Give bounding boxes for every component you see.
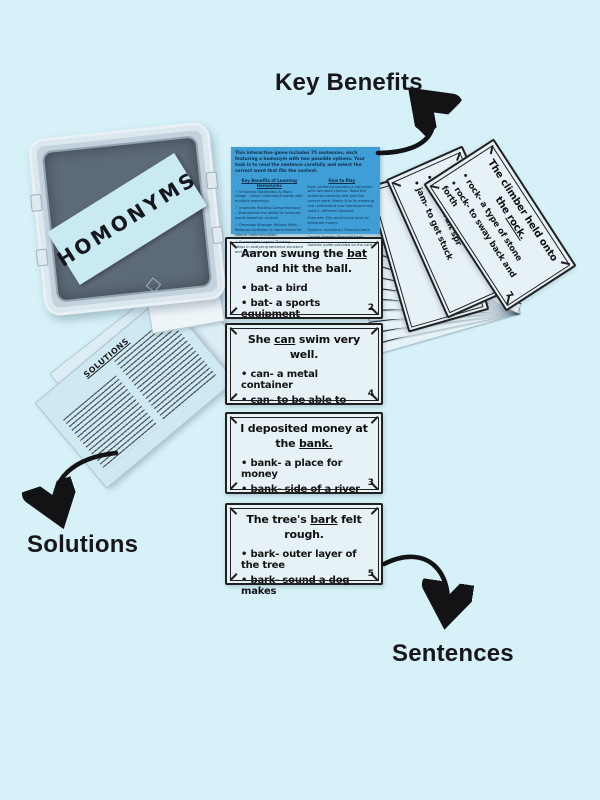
benefit-item: ✓ Develops Stronger Writing Skills – Red… bbox=[235, 223, 302, 238]
frame-corner-tick bbox=[229, 393, 238, 401]
sentences-label: Sentences bbox=[392, 640, 514, 667]
how-to-play-text: Options: riverbank / financial bank bbox=[307, 228, 370, 233]
card-sentence: I deposited money at the bank. bbox=[236, 422, 372, 454]
card-number: 2 bbox=[367, 303, 374, 313]
frame-corner-tick bbox=[370, 416, 379, 424]
how-to-play-text: Correct Answer: Financial bank bbox=[307, 235, 364, 240]
frame-corner-tick bbox=[370, 507, 379, 515]
card-option: bark- sound a dog makes bbox=[241, 575, 373, 597]
card-option: bank- side of a river bbox=[241, 484, 373, 495]
card-option: bark- outer layer of the tree bbox=[241, 549, 373, 571]
instructions-card: This interactive game includes 75 senten… bbox=[231, 147, 380, 254]
card-number: 3 bbox=[367, 478, 374, 488]
card-number: 5 bbox=[367, 569, 374, 579]
key-benefits-arrow bbox=[375, 100, 433, 156]
benefit-item: ✓ Enhances Vocabulary & Word Usage – Hel… bbox=[235, 189, 303, 204]
homonyms-box: HOMONYMS bbox=[27, 120, 227, 318]
box-hinge bbox=[35, 248, 49, 267]
card-option: bat- a bird bbox=[241, 283, 373, 294]
card-option: bank- a place for money bbox=[241, 458, 373, 480]
card-sentence: The tree's bark felt rough. bbox=[236, 513, 372, 545]
how-to-play-column: How to Play Each sentence contains a hom… bbox=[308, 178, 377, 258]
card-option: can- a metal container bbox=[241, 369, 373, 391]
sentence-card-can: She can swim very well. can- a metal con… bbox=[225, 323, 383, 406]
frame-corner-tick bbox=[429, 185, 440, 189]
homonym-keyword: bank. bbox=[298, 436, 333, 450]
instructions-intro: This interactive game includes 75 senten… bbox=[235, 151, 365, 175]
frame-corner-tick bbox=[229, 416, 238, 424]
card-option: bat- a sports equipment bbox=[241, 298, 373, 320]
key-benefits-column: Key Benefits of Learning Homonyms ✓ Enha… bbox=[235, 178, 304, 258]
how-to-play-text: Example: She went to the bank to withdra… bbox=[307, 216, 369, 225]
sentence-card-bat: Aaron swung the bat and hit the ball. ba… bbox=[225, 237, 383, 320]
sentence-text: I deposited money at the bbox=[240, 422, 368, 450]
box-latch bbox=[211, 226, 225, 245]
solutions-label: Solutions bbox=[27, 531, 139, 558]
benefit-item: ✓ Improves Reading Comprehension – Stren… bbox=[235, 206, 301, 221]
homonym-keyword: bark bbox=[310, 513, 338, 526]
how-to-play-text: Each sentence contains a homonym with tw… bbox=[307, 184, 374, 213]
sentence-text: The tree's bbox=[246, 513, 311, 526]
frame-corner-tick bbox=[229, 573, 238, 581]
homonym-keyword: can bbox=[274, 333, 296, 346]
sentence-card-bark: The tree's bark felt rough. bark- outer … bbox=[225, 503, 383, 597]
sentence-text: felt rough. bbox=[284, 513, 362, 541]
homonym-keyword: bat bbox=[346, 247, 367, 260]
card-option: can- to be able to bbox=[241, 395, 373, 406]
key-benefits-header: Key Benefits of Learning Homonyms bbox=[241, 177, 297, 188]
sentence-card-bank: I deposited money at the bank. bank- a p… bbox=[225, 412, 383, 495]
frame-corner-tick bbox=[229, 482, 238, 490]
sentence-text: Aaron swung the bbox=[241, 247, 347, 260]
frame-corner-tick bbox=[229, 507, 238, 515]
card-number: 4 bbox=[367, 389, 374, 399]
frame-corner-tick bbox=[370, 327, 379, 335]
sentence-text: swim very well. bbox=[289, 333, 361, 361]
box-latch bbox=[205, 171, 219, 190]
frame-corner-tick bbox=[391, 181, 401, 187]
benefit-item: ✓ Encourages Logical Thinking – Helps in… bbox=[235, 240, 303, 255]
how-to-play-header: How to Play bbox=[328, 177, 356, 183]
frame-corner-tick bbox=[229, 327, 238, 335]
frame-corner-tick bbox=[229, 307, 238, 315]
key-benefits-label: Key Benefits bbox=[275, 69, 423, 96]
sentence-text: and hit the ball. bbox=[256, 261, 352, 275]
box-hinge bbox=[29, 193, 43, 212]
sentences-arrow bbox=[381, 554, 448, 612]
frame-corner-tick bbox=[560, 261, 571, 265]
card-sentence: She can swim very well. bbox=[236, 333, 372, 365]
sentence-text: She bbox=[247, 333, 275, 346]
card-sentence: Aaron swung the bat and hit the ball. bbox=[236, 247, 372, 279]
how-to-play-text: Solution guide provided on the card. bbox=[307, 242, 374, 247]
